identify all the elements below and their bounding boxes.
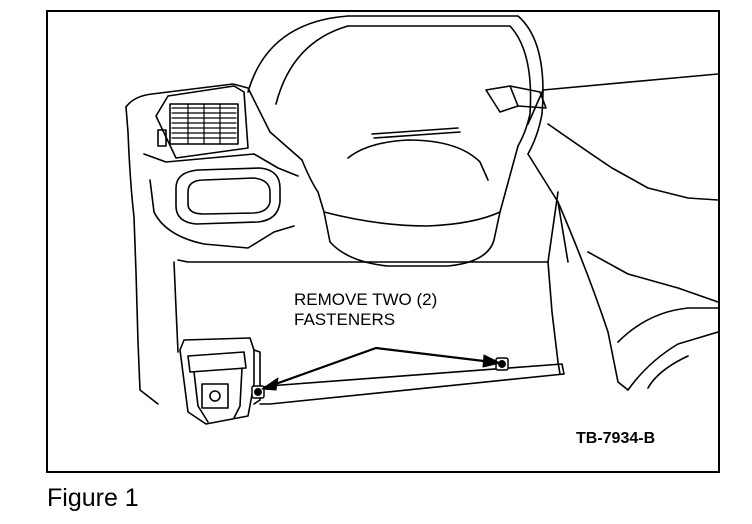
oval-recess [175,167,281,225]
hood-release-bracket [179,337,255,425]
reference-code: TB-7934-B [576,430,656,447]
steering-wheel [247,15,349,93]
fastener-left [251,385,265,399]
fastener-right [495,357,509,371]
figure-caption: Figure 1 [47,484,139,512]
dashboard-illustration [125,15,718,425]
dashboard-outline [125,73,718,161]
fastener-callout: REMOVE TWO (2) FASTENERS [294,290,437,330]
vent-housing [155,85,249,159]
steering-column [301,145,519,267]
lower-trim-panel [177,191,559,263]
panel-bottom-edge [257,363,565,405]
callout-line-1: REMOVE TWO (2) [294,290,438,309]
callout-line-2: FASTENERS [294,310,396,329]
callout-arrows [268,346,494,388]
figure-frame: REMOVE TWO (2) FASTENERS TB-7934-B [46,10,720,473]
